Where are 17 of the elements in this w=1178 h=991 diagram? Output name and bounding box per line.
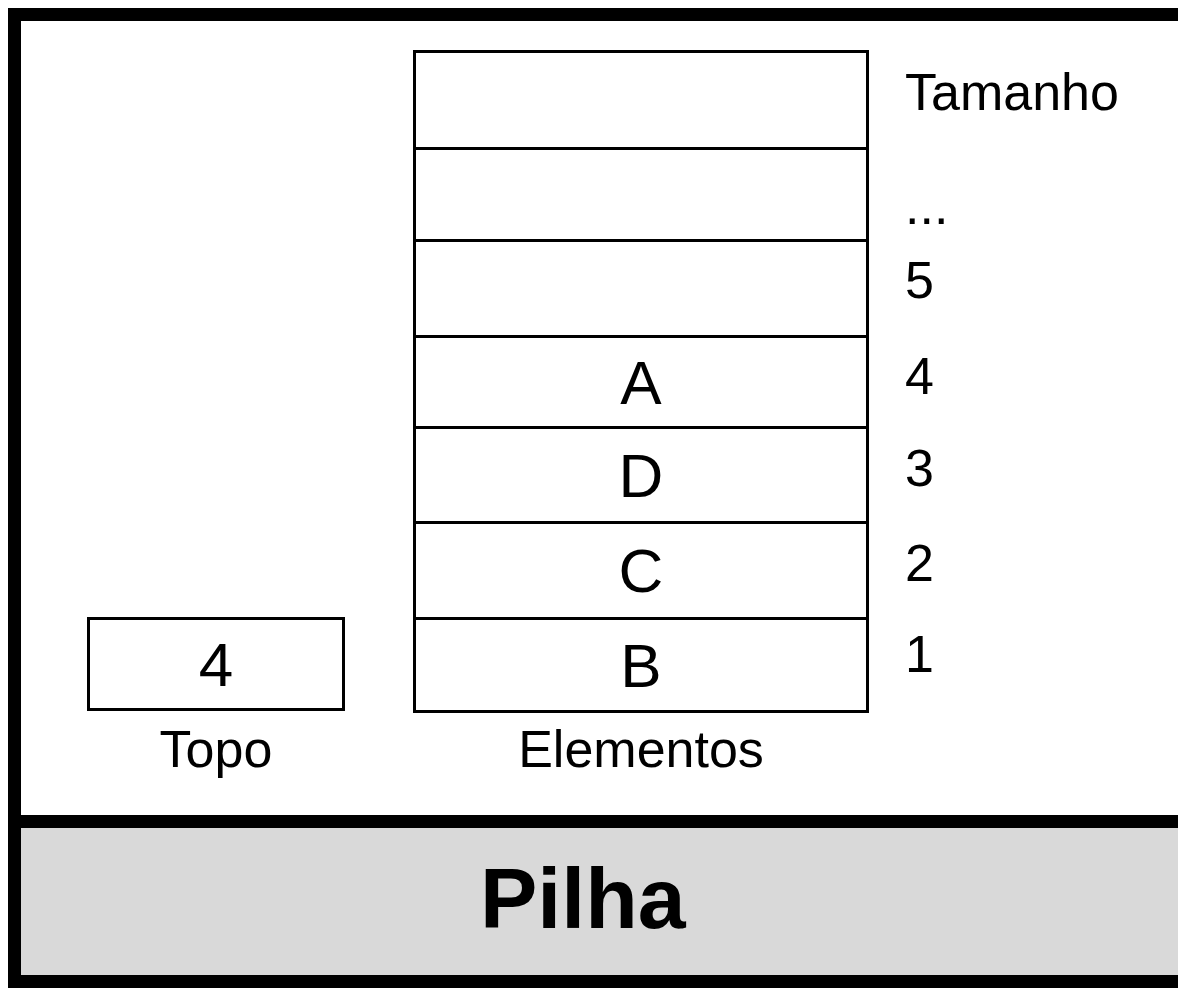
stack-cell: C (413, 521, 869, 620)
title: Pilha (480, 855, 686, 941)
index-label: 4 (905, 350, 934, 402)
index-label: 3 (905, 442, 934, 494)
stack-cell: D (413, 426, 869, 524)
empty-stack-cell (413, 147, 869, 242)
stack-cell: B (413, 617, 869, 713)
index-label: ... (905, 180, 949, 232)
size-label: Tamanho (905, 66, 1119, 118)
index-label: 5 (905, 254, 934, 306)
index-label: 2 (905, 537, 934, 589)
index-label: 1 (905, 628, 934, 680)
empty-stack-cell (413, 50, 869, 150)
empty-stack-cell (413, 239, 869, 338)
caption-text: Elementos (517, 723, 765, 775)
value-box: 4 (87, 617, 345, 711)
stack-cell: A (413, 335, 869, 429)
